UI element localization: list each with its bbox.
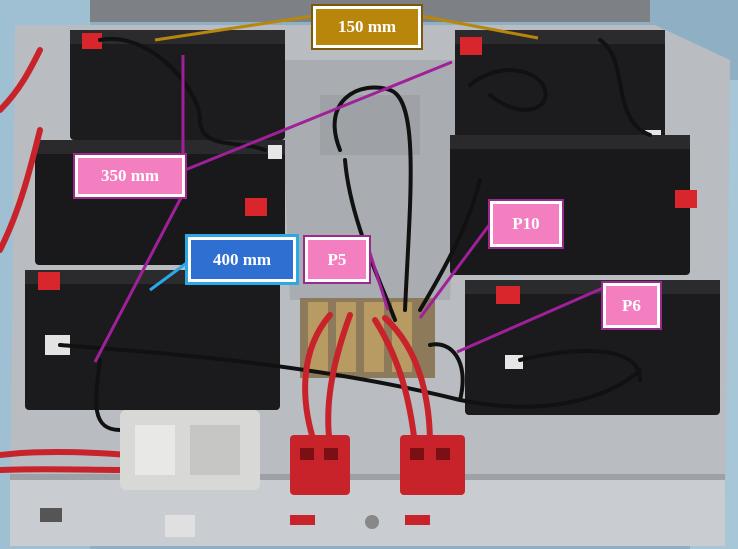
red-cables [0, 47, 433, 473]
point-label-p5: P5 [303, 235, 371, 284]
leader-400 [149, 260, 189, 292]
dimension-label-150mm: 150 mm [311, 4, 423, 50]
battery-left-top [70, 30, 285, 140]
front-switch [40, 508, 62, 522]
tray-front-edge [10, 474, 725, 480]
front-red-tab-right [405, 515, 430, 525]
dimension-label-400mm: 400 mm [185, 234, 299, 285]
point-label-p10: P10 [488, 199, 564, 249]
dimension-label-350mm: 350 mm [73, 153, 187, 199]
front-red-tab-left [290, 515, 315, 525]
red-connector-right [400, 435, 465, 495]
front-port [165, 515, 195, 537]
battery-right-middle [450, 135, 697, 275]
battery-right-top [455, 30, 665, 144]
battery-left-bottom [25, 270, 280, 410]
point-label-p6: P6 [601, 281, 662, 330]
leader-150 [154, 14, 539, 42]
front-knob [365, 515, 379, 529]
leader-purple [93, 55, 604, 363]
grey-connector [120, 410, 260, 490]
red-connector-left [290, 435, 350, 495]
tray-front-panel [10, 478, 725, 546]
